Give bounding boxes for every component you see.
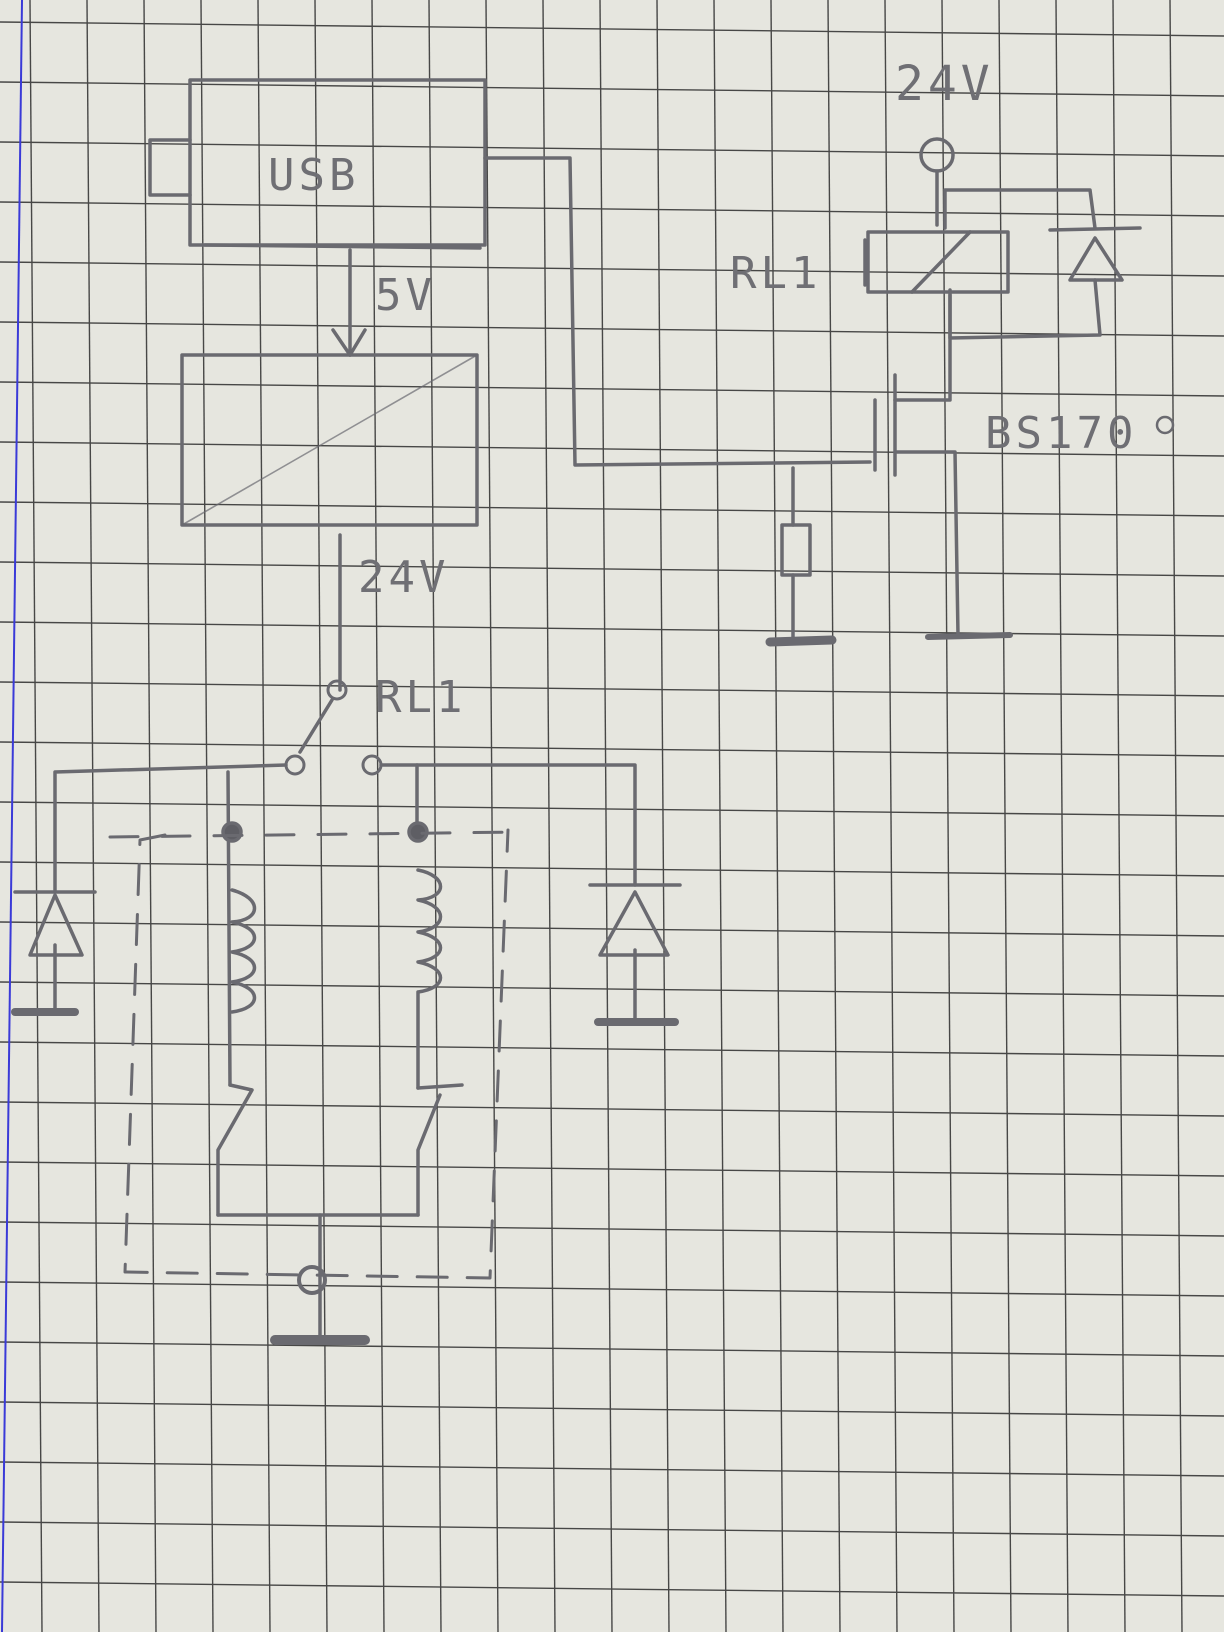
label-rl1-switch: RL1: [375, 672, 466, 723]
label-usb: USB: [268, 150, 359, 201]
relay-rl1-coil: [863, 230, 1010, 294]
label-24v-output: 24V: [358, 552, 449, 603]
diode-right: [588, 883, 682, 957]
label-24v-top: 24V: [895, 56, 994, 112]
ground-symbol-mosfet: [925, 632, 1013, 640]
junction-dot-left: [221, 821, 243, 843]
switch-right: [416, 1083, 464, 1217]
label-5v: 5V: [375, 270, 436, 321]
flyback-diode-coil: [943, 188, 1142, 340]
label-rl1-coil: RL1: [730, 248, 821, 299]
gate-wire: [483, 156, 872, 467]
gate-resistor: [780, 466, 812, 642]
ground-symbol-resistor: [765, 635, 837, 647]
shield-enclosure-dashed: [123, 828, 510, 1280]
dc-dc-converter: [180, 353, 479, 527]
bottom-common-wire: [216, 1213, 420, 1342]
switch-left: [216, 1083, 254, 1217]
label-bs170: BS170: [985, 408, 1137, 459]
coil-right: [416, 868, 443, 1090]
margin-line: [1, 0, 23, 1632]
bs170-terminal: [1155, 415, 1175, 435]
coil-left: [230, 888, 257, 1014]
dashed-bus: [108, 830, 522, 839]
usb-module: [148, 78, 487, 250]
diode-left: [13, 890, 97, 957]
ground-node: [297, 1265, 327, 1295]
24v-supply-terminal: [919, 137, 955, 227]
